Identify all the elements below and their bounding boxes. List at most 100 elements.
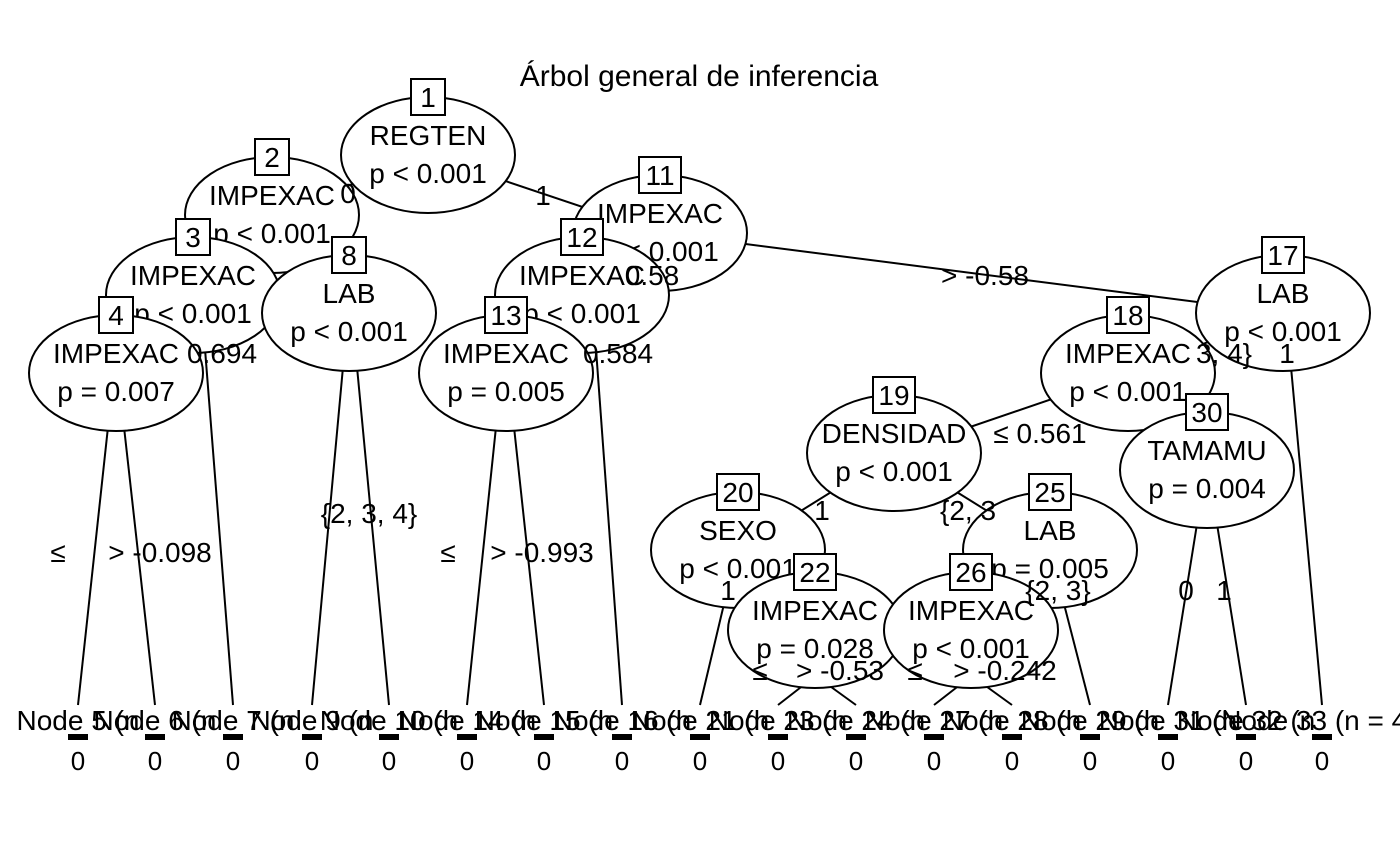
node-variable: SEXO (699, 515, 777, 546)
terminal-node: Node 31 (n0 (1099, 705, 1238, 776)
terminal-node: Node 29 (n0 (1021, 705, 1160, 776)
terminal-node-label: Node 5 (n (17, 705, 140, 736)
terminal-node-label: Node 16 (n (553, 705, 692, 736)
node-id: 30 (1191, 397, 1222, 428)
node-variable: LAB (323, 278, 376, 309)
node-id: 13 (490, 300, 521, 331)
node-variable: IMPEXAC (519, 260, 645, 291)
node-id-box (560, 218, 604, 256)
node-pvalue: p < 0.001 (1224, 316, 1342, 347)
edge-label: > -0.242 (953, 655, 1057, 686)
terminal-bar (223, 734, 243, 740)
edge-label: 3, 4} (1196, 338, 1252, 369)
terminal-node-label: Node 23 (n (709, 705, 848, 736)
node-id: 8 (341, 240, 357, 271)
tree-edge (356, 366, 390, 706)
terminal-node-label: Node 7 (n (172, 705, 295, 736)
tree-edge (311, 366, 344, 706)
edge-label: 0.584 (583, 338, 653, 369)
node-id-box (1106, 296, 1150, 334)
terminal-axis-value: 0 (537, 746, 551, 776)
tree-edge (659, 232, 1284, 314)
terminal-axis-value: 0 (771, 746, 785, 776)
edge-label: {2, 3 (940, 495, 996, 526)
terminal-bar (846, 734, 866, 740)
node-id-box (1185, 393, 1229, 431)
terminal-axis-value: 0 (1315, 746, 1329, 776)
node-id-box (98, 296, 134, 334)
terminal-node-label: Node 33 (n = 42 (1221, 705, 1400, 736)
terminal-node-label: Node 9 (n (251, 705, 374, 736)
tree-edge (699, 603, 725, 706)
terminal-bar (924, 734, 944, 740)
edge-label: 1 (814, 495, 830, 526)
terminal-bar (68, 734, 88, 740)
node-variable: IMPEXAC (597, 198, 723, 229)
terminal-node: Node 24 (n0 (787, 705, 926, 776)
node-id-box (793, 553, 837, 591)
node-variable: DENSIDAD (822, 418, 967, 449)
terminal-node: Node 32 (n0 (1177, 705, 1316, 776)
terminal-node: Node 9 (n0 (251, 705, 374, 776)
node-id-box (484, 296, 528, 334)
terminal-axis-value: 0 (226, 746, 240, 776)
node-pvalue: p = 0.004 (1148, 473, 1266, 504)
terminal-bar (145, 734, 165, 740)
terminal-node: Node 5 (n 0 (17, 705, 140, 776)
node-pvalue: p < 0.001 (1069, 376, 1187, 407)
edge-label: 0.58 (625, 260, 680, 291)
tree-edge (513, 426, 545, 706)
terminal-bar (302, 734, 322, 740)
terminal-bar (690, 734, 710, 740)
terminal-axis-value: 0 (693, 746, 707, 776)
edge-label: 0 (340, 178, 356, 209)
edge-label: ≤ (50, 537, 65, 568)
terminal-node: Node 10 (n0 (320, 705, 459, 776)
node-pvalue: p = 0.005 (447, 376, 565, 407)
terminal-node-label: Node 15 (n (475, 705, 614, 736)
terminal-axis-value: 0 (382, 746, 396, 776)
terminal-bar (379, 734, 399, 740)
node-pvalue: p < 0.001 (369, 158, 487, 189)
node-id-box (638, 156, 682, 194)
terminal-node: Node 14 (n0 (398, 705, 537, 776)
terminal-bar (1158, 734, 1178, 740)
tree-edge (1216, 523, 1247, 706)
edge-label: 1 (720, 575, 736, 606)
tree-edge (466, 426, 497, 706)
terminal-node-label: Node 14 (n (398, 705, 537, 736)
edge-label: ≤ 0.561 (993, 418, 1086, 449)
node-id-box (1261, 236, 1305, 274)
terminal-node: Node 15 (n 0 (475, 705, 614, 776)
node-id: 1 (420, 82, 436, 113)
node-id: 19 (878, 380, 909, 411)
terminal-node: Node 27 (n0 (865, 705, 1004, 776)
node-id: 12 (566, 222, 597, 253)
tree-edge (595, 348, 623, 706)
terminal-bar (1312, 734, 1332, 740)
edge-label: 0.694 (187, 338, 257, 369)
terminal-node-label: Node 21 (n (631, 705, 770, 736)
terminal-axis-value: 0 (71, 746, 85, 776)
edge-label: 1 (1216, 575, 1232, 606)
tree-edge (1290, 366, 1323, 706)
terminal-bar (534, 734, 554, 740)
tree-edge (1167, 523, 1198, 706)
terminal-axis-value: 0 (1083, 746, 1097, 776)
node-variable: IMPEXAC (130, 260, 256, 291)
terminal-bar (1080, 734, 1100, 740)
node-pvalue: p = 0.028 (756, 633, 874, 664)
tree-edge (77, 426, 109, 706)
terminal-axis-value: 0 (1161, 746, 1175, 776)
tree-edge (123, 426, 156, 706)
